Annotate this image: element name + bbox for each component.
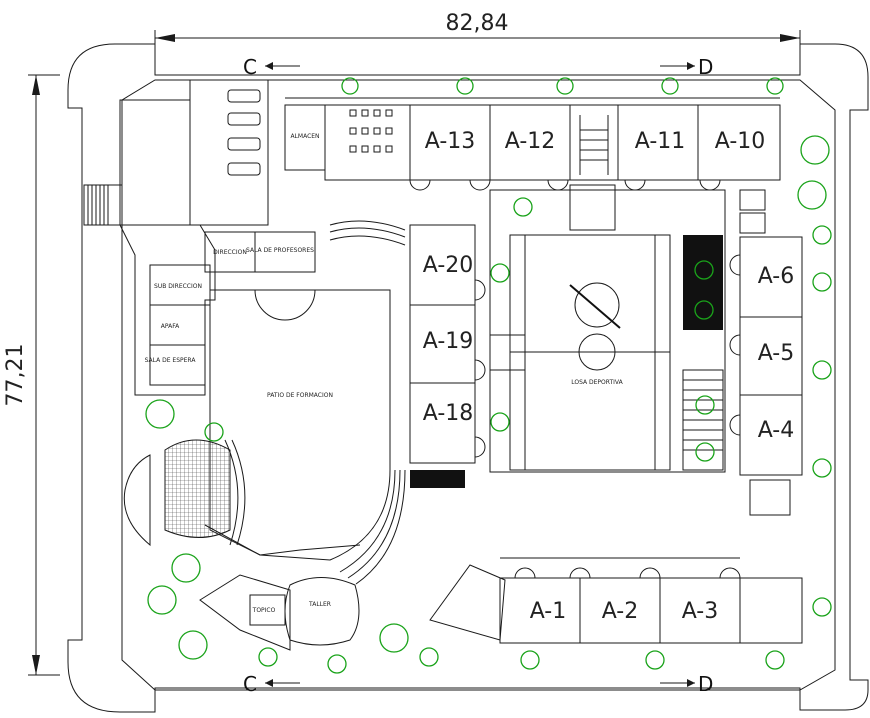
room-a5: A-5 <box>758 341 795 366</box>
section-mark-c-top: C <box>243 55 257 79</box>
width-dimension-label: 82,84 <box>446 11 509 36</box>
parking-area <box>119 79 269 226</box>
room-a13: A-13 <box>425 129 476 154</box>
section-markers <box>265 62 695 687</box>
room-a10: A-10 <box>715 129 766 154</box>
patio-formacion-label: PATIO DE FORMACION <box>267 392 333 399</box>
room-a18: A-18 <box>423 401 474 426</box>
section-mark-d-bottom: D <box>698 672 713 696</box>
topico-label: TOPICO <box>252 607 276 614</box>
almacen-label: ALMACEN <box>290 133 319 140</box>
section-mark-d-top: D <box>698 55 713 79</box>
site-perimeter <box>67 43 869 713</box>
room-a19: A-19 <box>423 329 474 354</box>
room-a1: A-1 <box>530 599 567 624</box>
hatched-plaza <box>123 439 361 556</box>
room-a3: A-3 <box>682 599 719 624</box>
room-a2: A-2 <box>602 599 639 624</box>
sala-espera-label: SALA DE ESPERA <box>145 357 197 364</box>
taller-label: TALLER <box>308 601 331 608</box>
middle-classroom-block <box>409 224 486 488</box>
trees <box>145 77 832 674</box>
patio-formacion <box>209 220 406 585</box>
right-classroom-block <box>729 189 803 516</box>
administration-block <box>119 224 316 396</box>
room-a12: A-12 <box>505 129 556 154</box>
bottom-classroom-block <box>429 557 803 644</box>
room-a11: A-11 <box>635 129 686 154</box>
top-classroom-block <box>284 97 781 191</box>
sub-direccion-label: SUB DIRECCION <box>154 283 202 290</box>
entrance-stair <box>83 184 123 226</box>
sala-profesores-label: SALA DE PROFESORES <box>246 247 314 254</box>
dimension-lines <box>28 30 801 676</box>
section-mark-c-bottom: C <box>243 672 257 696</box>
apafa-label: APAFA <box>161 323 180 330</box>
losa-deportiva <box>489 184 726 473</box>
height-dimension-label: 77,21 <box>3 344 28 407</box>
room-a4: A-4 <box>758 418 795 443</box>
dark-trees <box>204 260 714 442</box>
direccion-label: DIRECCION <box>213 249 247 256</box>
room-a6: A-6 <box>758 264 795 289</box>
room-a20: A-20 <box>423 253 474 278</box>
losa-deportiva-label: LOSA DEPORTIVA <box>571 379 623 386</box>
taller-block <box>199 574 360 651</box>
